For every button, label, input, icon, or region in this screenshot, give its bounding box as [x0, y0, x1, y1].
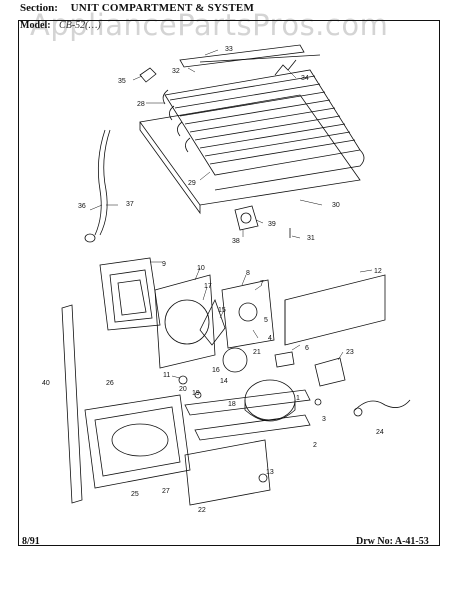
part-3	[314, 398, 322, 406]
condenser-coil	[162, 69, 365, 191]
condenser-wire	[199, 54, 321, 63]
part-6	[274, 351, 295, 368]
callout-25: 25	[131, 491, 139, 498]
callout-31: 31	[307, 235, 315, 242]
callout-26: 26	[106, 380, 114, 387]
part-19	[194, 391, 202, 399]
part-35-clip	[139, 67, 157, 83]
callout-2: 2	[313, 442, 317, 449]
condenser-pan	[139, 94, 361, 206]
callout-33: 33	[225, 46, 233, 53]
callout-1: 1	[296, 395, 300, 402]
callout-32: 32	[172, 68, 180, 75]
callout-35: 35	[118, 78, 126, 85]
diagram-frame	[18, 20, 440, 546]
callout-5: 5	[264, 317, 268, 324]
fan-blade	[199, 298, 226, 346]
drawing-number: Drw No: A-41-53	[356, 536, 429, 547]
model-value: CB-52(…)	[59, 20, 101, 31]
callout-14: 14	[220, 378, 228, 385]
callout-29: 29	[188, 180, 196, 187]
callout-11: 11	[163, 372, 170, 379]
callout-38: 38	[232, 238, 240, 245]
part-13	[258, 473, 268, 483]
cover-22	[184, 439, 271, 506]
callout-20: 20	[179, 386, 187, 393]
callout-37: 37	[126, 201, 134, 208]
callout-12: 12	[374, 268, 382, 275]
fan-shroud	[154, 274, 216, 369]
callout-4: 4	[268, 335, 272, 342]
callout-23: 23	[346, 349, 354, 356]
compressor-rail	[184, 389, 311, 416]
exploded-parts-drawing: 1 2 3 4 5 6 7 8 9 10 11 12 13 14 15 16 1…	[42, 44, 411, 514]
leader-lines	[89, 49, 373, 379]
power-cord	[354, 399, 411, 411]
model-label: Model:	[20, 20, 51, 31]
callout-9: 9	[162, 261, 166, 268]
callout-28: 28	[137, 101, 145, 108]
callout-24: 24	[376, 429, 384, 436]
compressor	[244, 379, 296, 421]
callout-8: 8	[246, 270, 250, 277]
callout-numbers: 1 2 3 4 5 6 7 8 9 10 11 12 13 14 15 16 1…	[42, 46, 384, 514]
callout-3: 3	[322, 416, 326, 423]
relay	[314, 357, 346, 387]
condenser-top-rail	[179, 44, 305, 68]
callout-40: 40	[42, 380, 50, 387]
part-34-wire	[274, 59, 297, 76]
watermark-text: AppliancePartsPros.com	[30, 8, 389, 42]
back-panel	[284, 274, 386, 346]
callout-34: 34	[301, 75, 309, 82]
callout-17: 17	[204, 283, 212, 290]
callout-18: 18	[228, 401, 236, 408]
callout-10: 10	[197, 265, 205, 272]
callout-21: 21	[253, 349, 261, 356]
callout-7: 7	[260, 280, 264, 287]
callout-22: 22	[198, 507, 206, 514]
fan-motor	[222, 347, 248, 373]
condenser-pan-edge	[139, 122, 201, 215]
section-label: Section:	[20, 2, 58, 14]
side-panel-40	[61, 304, 83, 504]
part-11	[178, 375, 188, 385]
duct-9	[99, 257, 161, 331]
drain-tube	[94, 129, 106, 236]
callout-13: 13	[266, 469, 274, 476]
fan-bracket	[234, 205, 259, 231]
motor-bracket	[221, 279, 275, 349]
callout-6: 6	[305, 345, 309, 352]
revision-date: 8/91	[22, 536, 40, 547]
callout-16: 16	[212, 367, 220, 374]
model-line: Model: CB-52(…)	[20, 20, 101, 31]
section-title: UNIT COMPARTMENT & SYSTEM	[70, 2, 255, 14]
section-header: Section: UNIT COMPARTMENT & SYSTEM	[20, 2, 254, 14]
callout-27: 27	[162, 488, 170, 495]
callout-36: 36	[78, 203, 86, 210]
drain-pan	[84, 394, 191, 489]
callout-19: 19	[192, 390, 200, 397]
callout-39: 39	[268, 221, 276, 228]
callout-30: 30	[332, 202, 340, 209]
callout-15: 15	[218, 307, 226, 314]
